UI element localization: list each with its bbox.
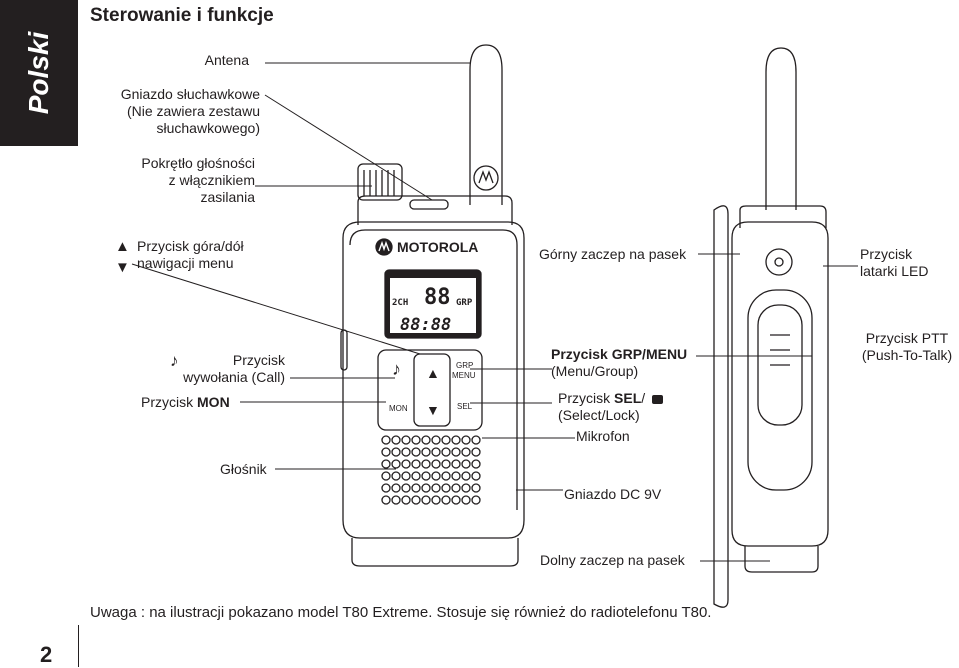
label-nav-1: Przycisk góra/dół [137,238,244,254]
label-led: Przycisk latarki LED [860,246,928,280]
section-title: Sterowanie i funkcje [90,5,274,26]
nav-up-icon: ▲ [115,238,130,255]
label-volume-2: z włącznikiem [168,172,255,188]
led-button-icon [765,248,793,276]
speaker-grille [381,435,481,505]
lcd-grp: GRP [456,298,473,308]
call-note-icon: ♪ [170,351,179,370]
label-dc: Gniazdo DC 9V [564,486,662,502]
belt-clip [713,205,729,608]
label-headset-jack-3: słuchawkowego) [156,120,261,136]
lcd-segments: 88:88 [400,315,451,335]
label-headset-jack: Gniazdo słuchawkowe (Nie zawiera zestawu… [121,86,260,137]
label-ptt-1: Przycisk PTT [865,330,949,346]
front-base [351,538,519,567]
page-divider [78,625,79,667]
nav-down-icon: ▼ [115,259,130,276]
ptt-button [747,289,813,491]
label-top-clip: Górny zaczep na pasek [539,246,687,262]
key-grp-line1: GRP [456,361,473,370]
label-speaker: Głośnik [220,461,267,477]
key-down-icon: ▼ [426,402,440,418]
lock-icon [652,395,664,404]
top-logo-icon [473,165,499,191]
label-headset-jack-2: (Nie zawiera zestawu [126,103,260,119]
label-antenna: Antena [204,52,249,68]
side-top-cap [739,205,827,228]
label-volume-1: Pokrętło głośności [141,155,255,171]
brand-logo-text: MOTOROLA [397,239,478,255]
note-text: Uwaga : na ilustracji pokazano model T80… [90,604,712,621]
label-volume: Pokrętło głośności z włącznikiem zasilan… [141,155,255,206]
label-volume-3: zasilania [200,189,255,205]
headset-jack-cover [409,199,449,210]
label-bottom-clip: Dolny zaczep na pasek [540,552,685,568]
key-up-icon: ▲ [426,365,440,381]
side-body [731,221,829,547]
label-mon: Przycisk MON [141,394,230,411]
label-ptt-2: (Push-To-Talk) [861,347,953,363]
label-ptt: Przycisk PTT (Push-To-Talk) [855,330,959,364]
label-grp-sub: (Menu/Group) [551,363,639,379]
label-call: Przycisk wywołania (Call) [183,352,285,386]
keypad-frame [377,349,483,431]
label-sel-prefix: Przycisk [558,390,611,406]
label-sel-bold: SEL [614,390,642,406]
side-antenna [765,47,797,210]
volume-knob-icon [357,163,403,201]
label-led-2: latarki LED [860,263,929,279]
label-sel: Przycisk SEL/ (Select/Lock) [558,390,664,424]
label-call-1: Przycisk [232,352,285,368]
label-grp: Przycisk GRP/MENU (Menu/Group) [551,346,687,380]
label-sel-sub: (Select/Lock) [558,407,640,423]
front-antenna [469,44,503,205]
page-number: 2 [40,642,53,667]
front-top-cap [357,195,513,225]
label-mic: Mikrofon [576,428,630,444]
label-mon-bold: MON [197,394,230,410]
language-tab [0,0,78,146]
front-body [342,221,525,539]
label-nav-2: nawigacji menu [137,255,234,271]
key-call-icon: ♪ [392,359,401,379]
label-mon-prefix: Przycisk [141,394,194,410]
label-nav: Przycisk góra/dół nawigacji menu [137,238,244,272]
lcd-2ch: 2CH [392,298,408,308]
label-call-2: wywołania (Call) [183,369,285,385]
key-grp-line2: MENU [452,371,476,380]
label-grp-bold: Przycisk GRP/MENU [551,346,688,362]
lcd-channel: 88 [424,285,451,310]
label-led-1: Przycisk [860,246,913,262]
key-sel-label: SEL [457,402,473,411]
nav-key-frame [413,353,451,427]
label-headset-jack-1: Gniazdo słuchawkowe [120,86,260,102]
key-mon-label: MON [389,404,408,413]
label-sel-slash: / [641,390,646,406]
